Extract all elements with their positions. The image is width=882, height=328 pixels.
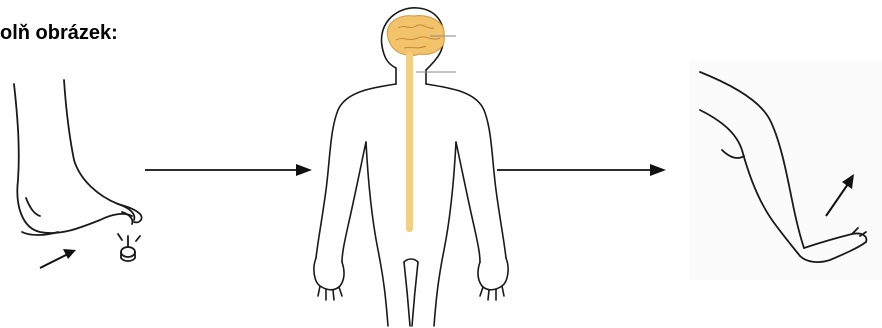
stimulus-arrow-icon [40, 249, 76, 268]
foot-stimulus-icon [14, 80, 142, 261]
spinal-cord-icon [406, 52, 413, 232]
arrow-right-icon [145, 164, 312, 176]
arrow-right-icon [497, 164, 666, 176]
